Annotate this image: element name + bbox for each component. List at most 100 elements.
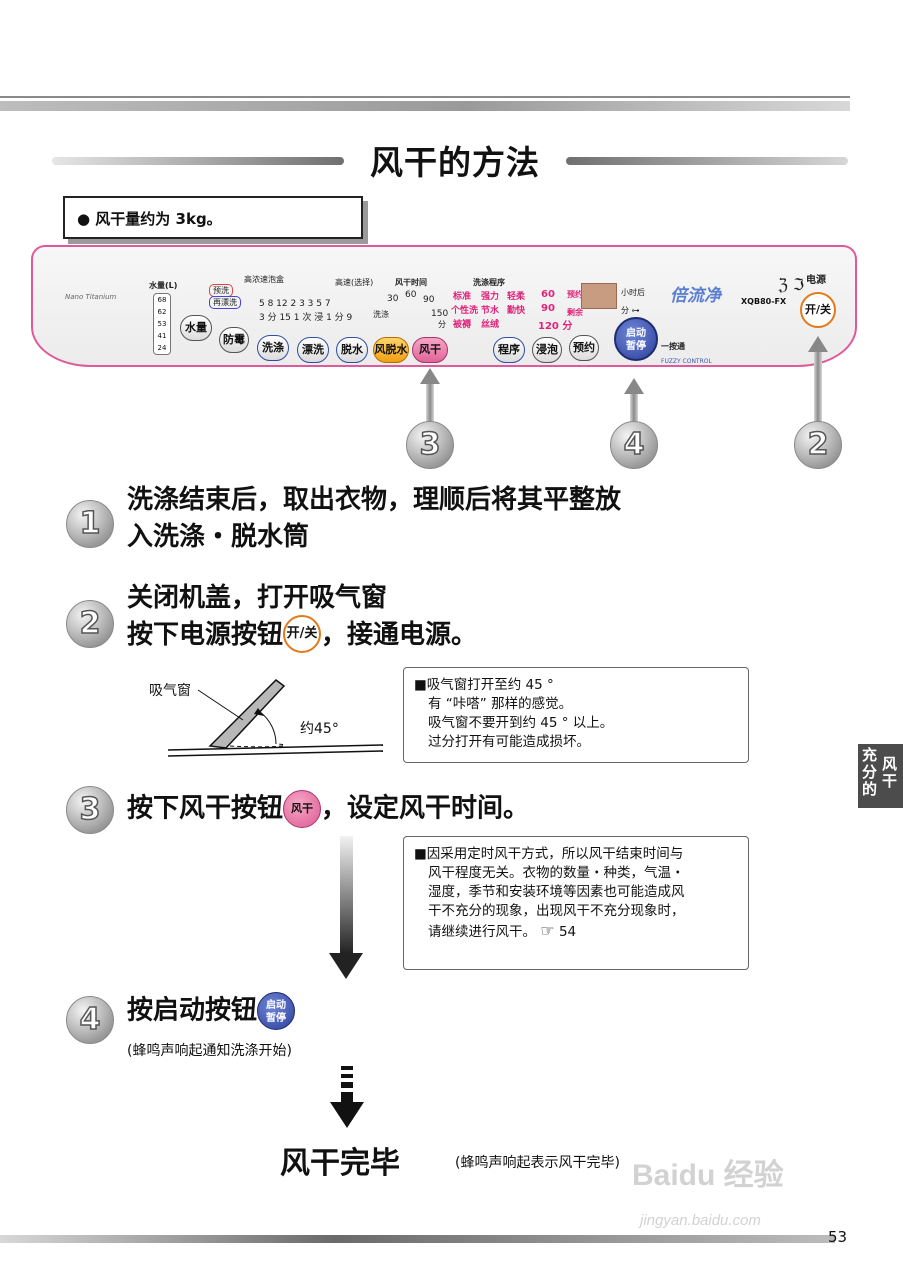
dash-arrow-segment bbox=[341, 1066, 353, 1070]
reserve-button[interactable]: 预约 bbox=[569, 335, 599, 361]
soak-button[interactable]: 浸泡 bbox=[532, 337, 562, 363]
power-label: 电源 bbox=[806, 275, 826, 286]
dash-arrow-segment bbox=[341, 1074, 353, 1078]
step-4-number: 4 bbox=[66, 996, 114, 1044]
program-bedding: 被褥 bbox=[453, 320, 472, 330]
dry-time-unit: 分 bbox=[438, 320, 446, 329]
step-3-number: 3 bbox=[66, 786, 114, 834]
footer-band bbox=[0, 1235, 835, 1243]
minutes-90: 90 bbox=[541, 303, 555, 314]
title-bar-left bbox=[52, 157, 344, 165]
water-level: 53 bbox=[157, 320, 167, 328]
header-rule bbox=[0, 96, 850, 98]
water-level: 62 bbox=[157, 308, 167, 316]
reference-page[interactable]: 54 bbox=[558, 924, 577, 940]
air-dry-button-icon: 风干 bbox=[283, 790, 322, 828]
power-button-icon: 开/关 bbox=[283, 614, 322, 653]
program-standard: 标准 bbox=[453, 292, 472, 302]
dry-wash-label: 洗涤 bbox=[373, 310, 389, 319]
dry-time-30: 30 bbox=[387, 294, 399, 304]
step-3-text: 按下风干按钮风干，设定风干时间。 bbox=[127, 790, 727, 828]
program-save-water: 节水 bbox=[481, 306, 500, 316]
flow-arrow-head bbox=[329, 953, 363, 979]
rinse-button[interactable]: 漂洗 bbox=[297, 337, 329, 363]
water-level: 41 bbox=[157, 332, 167, 340]
start-pause-button[interactable]: 启动暂停 bbox=[614, 317, 658, 361]
dry-time-60: 60 bbox=[405, 290, 417, 300]
pointing-hand-icon: ☞ bbox=[540, 921, 555, 940]
intake-window-info: ■吸气窗打开至约 45 ° 有 “咔嗒” 那样的感觉。 吸气窗不要开到约 45 … bbox=[403, 667, 749, 763]
nano-titanium-logo: Nano Titanium bbox=[65, 293, 117, 301]
reserve-indicator: 预约 bbox=[567, 290, 583, 299]
fast-dry-label: 高速(选择) bbox=[335, 278, 374, 287]
step-1-number: 1 bbox=[66, 500, 114, 548]
one-touch-label: 一按通 bbox=[661, 342, 685, 351]
start-pause-button-icon: 启动暂停 bbox=[257, 992, 296, 1030]
air-dry-button[interactable]: 风干 bbox=[412, 337, 448, 363]
numbers-row-1: 5 8 12 2 3 3 5 7 bbox=[259, 299, 331, 309]
page-number: 53 bbox=[828, 1228, 848, 1246]
step-4-text: 按启动按钮启动暂停 bbox=[127, 992, 527, 1030]
dry-time-90: 90 bbox=[423, 295, 435, 305]
step-1-text: 洗涤结束后，取出衣物，理顺后将其平整放 入洗涤・脱水筒 bbox=[127, 485, 622, 552]
control-panel-illustration: Nano Titanium 水量(L) 68 62 53 41 24 高浓速泡盒… bbox=[31, 245, 857, 367]
arrow-label-2: 2 bbox=[794, 421, 842, 469]
program-strong: 强力 bbox=[481, 292, 500, 302]
brand-mark: ℨ ℑ bbox=[778, 275, 805, 294]
dash-arrow-segment bbox=[341, 1082, 353, 1088]
program-quick: 勤快 bbox=[507, 306, 526, 316]
program-label: 洗涤程序 bbox=[473, 278, 505, 287]
minutes-60: 60 bbox=[541, 289, 555, 300]
spin-button[interactable]: 脱水 bbox=[336, 337, 368, 363]
section-side-tab: 充分的 风干 bbox=[858, 744, 903, 808]
water-level: 68 bbox=[157, 296, 167, 304]
dash-arrow-head bbox=[330, 1102, 364, 1128]
key-lock-icon: ⊶ bbox=[631, 306, 640, 315]
arrow-to-power bbox=[808, 336, 828, 432]
step-4-subtext: (蜂鸣声响起通知洗涤开始) bbox=[127, 1043, 292, 1059]
minutes-120: 120 分 bbox=[538, 321, 573, 332]
hours-remain-label: 小时后 bbox=[621, 288, 645, 297]
dry-time-label: 风干时间 bbox=[395, 278, 427, 287]
program-velvet: 丝绒 bbox=[481, 320, 500, 330]
numbers-row-2: 3 分 15 1 次 浸 1 分 9 bbox=[259, 313, 353, 323]
minute-lock-label: 分 ⊶ bbox=[621, 306, 640, 315]
fuzzy-control-label: FUZZY CONTROL bbox=[661, 358, 712, 365]
final-subtitle: (蜂鸣声响起表示风干完毕) bbox=[455, 1155, 620, 1171]
program-custom: 个性洗 bbox=[451, 306, 479, 316]
program-button[interactable]: 程序 bbox=[493, 337, 525, 363]
water-button[interactable]: 水量 bbox=[180, 315, 212, 341]
intake-window-diagram bbox=[167, 679, 384, 757]
arrow-label-3: 3 bbox=[406, 421, 454, 469]
mold-button[interactable]: 防霉 bbox=[219, 327, 249, 353]
flow-arrow-shaft bbox=[340, 836, 353, 954]
header-band bbox=[0, 101, 850, 111]
baidu-watermark-url: jingyan.baidu.com bbox=[640, 1212, 761, 1229]
program-gentle: 轻柔 bbox=[507, 292, 526, 302]
dash-arrow-segment bbox=[341, 1092, 353, 1102]
arrow-to-start bbox=[624, 378, 644, 432]
remain-indicator: 剩余 bbox=[567, 308, 583, 317]
air-spin-button[interactable]: 风脱水 bbox=[373, 337, 409, 363]
capacity-note: ● 风干量约为 3kg。 bbox=[63, 196, 363, 239]
water-level-scale: 68 62 53 41 24 bbox=[153, 293, 171, 355]
air-dry-info: ■因采用定时风干方式，所以风干结束时间与 风干程度无关。衣物的数量・种类，气温・… bbox=[403, 836, 749, 970]
dry-time-150: 150 bbox=[431, 309, 449, 319]
water-level: 24 bbox=[157, 344, 167, 352]
angle-label: 约45° bbox=[300, 721, 339, 737]
step-2-number: 2 bbox=[66, 600, 114, 648]
wash-button[interactable]: 洗涤 bbox=[257, 335, 289, 361]
arrow-to-air-dry bbox=[420, 368, 440, 432]
rerinse-indicator: 再漂洗 bbox=[209, 296, 241, 309]
model-number: XQB80-FX bbox=[741, 297, 787, 306]
title-bar-right bbox=[566, 157, 848, 165]
intake-window-label: 吸气窗 bbox=[149, 683, 191, 699]
page-title: 风干的方法 bbox=[370, 143, 540, 182]
final-title: 风干完毕 bbox=[280, 1146, 400, 1181]
time-display bbox=[581, 283, 617, 309]
brand-name: 倍流净 bbox=[670, 286, 721, 306]
baidu-watermark: Baidu 经验 bbox=[632, 1159, 784, 1192]
power-button[interactable]: 开/关 bbox=[800, 292, 836, 328]
step-2-text: 关闭机盖，打开吸气窗 按下电源按钮开/关，接通电源。 bbox=[127, 580, 727, 654]
arrow-label-4: 4 bbox=[610, 421, 658, 469]
